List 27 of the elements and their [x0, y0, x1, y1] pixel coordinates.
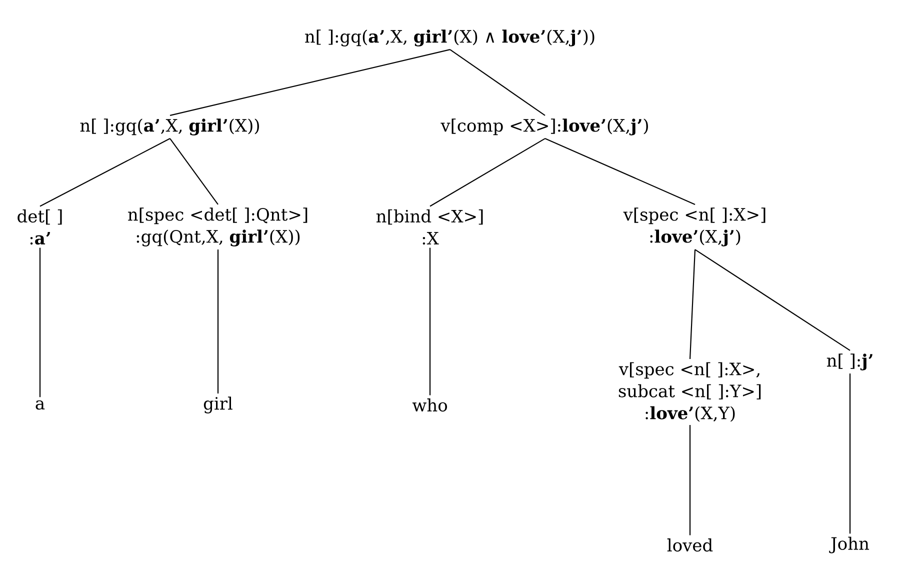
tree-node-label: who	[412, 398, 448, 412]
tree-branch	[217, 250, 219, 394]
tree-node-label: n[ ]:gq(a’,X, girl’(X) ∧ love’(X,j’))	[305, 30, 594, 46]
tree-node-label: John	[829, 536, 870, 554]
tree-branch	[430, 138, 546, 207]
tree-branch	[450, 49, 546, 116]
tree-node-label: loved	[667, 538, 713, 552]
tree-branch	[689, 425, 691, 536]
tree-node-label: n[ ]:gq(a’,X, girl’(X))	[80, 118, 259, 136]
tree-node-label: girl	[204, 396, 232, 414]
tree-node-label: det[ ] :a’	[18, 209, 62, 245]
tree-node-label: n[bind <X>] :X	[376, 209, 483, 245]
tree-branch	[39, 248, 41, 398]
tree-branch	[429, 248, 431, 396]
tree-branch	[689, 250, 696, 360]
tree-branch	[170, 49, 450, 116]
tree-branch	[170, 138, 218, 205]
tree-node-label: v[comp <X>]:love’(X,j’)	[440, 118, 648, 136]
tree-node-label: v[spec <n[ ]:X>, subcat <n[ ]:Y>] :love’(X,Y)	[618, 362, 761, 422]
tree-branch	[849, 374, 851, 534]
tree-node-label: v[spec <n[ ]:X>] :love’(X,j’)	[623, 208, 766, 246]
tree-node-label: n[ ]:j’	[826, 354, 872, 370]
tree-branch	[544, 138, 696, 205]
tree-node-label: a	[36, 400, 45, 410]
tree-node-label: n[spec <det[ ]:Qnt>] :gq(Qnt,X, girl’(X))	[128, 208, 308, 246]
tree-branch	[40, 138, 170, 207]
tree-branch	[694, 249, 850, 351]
